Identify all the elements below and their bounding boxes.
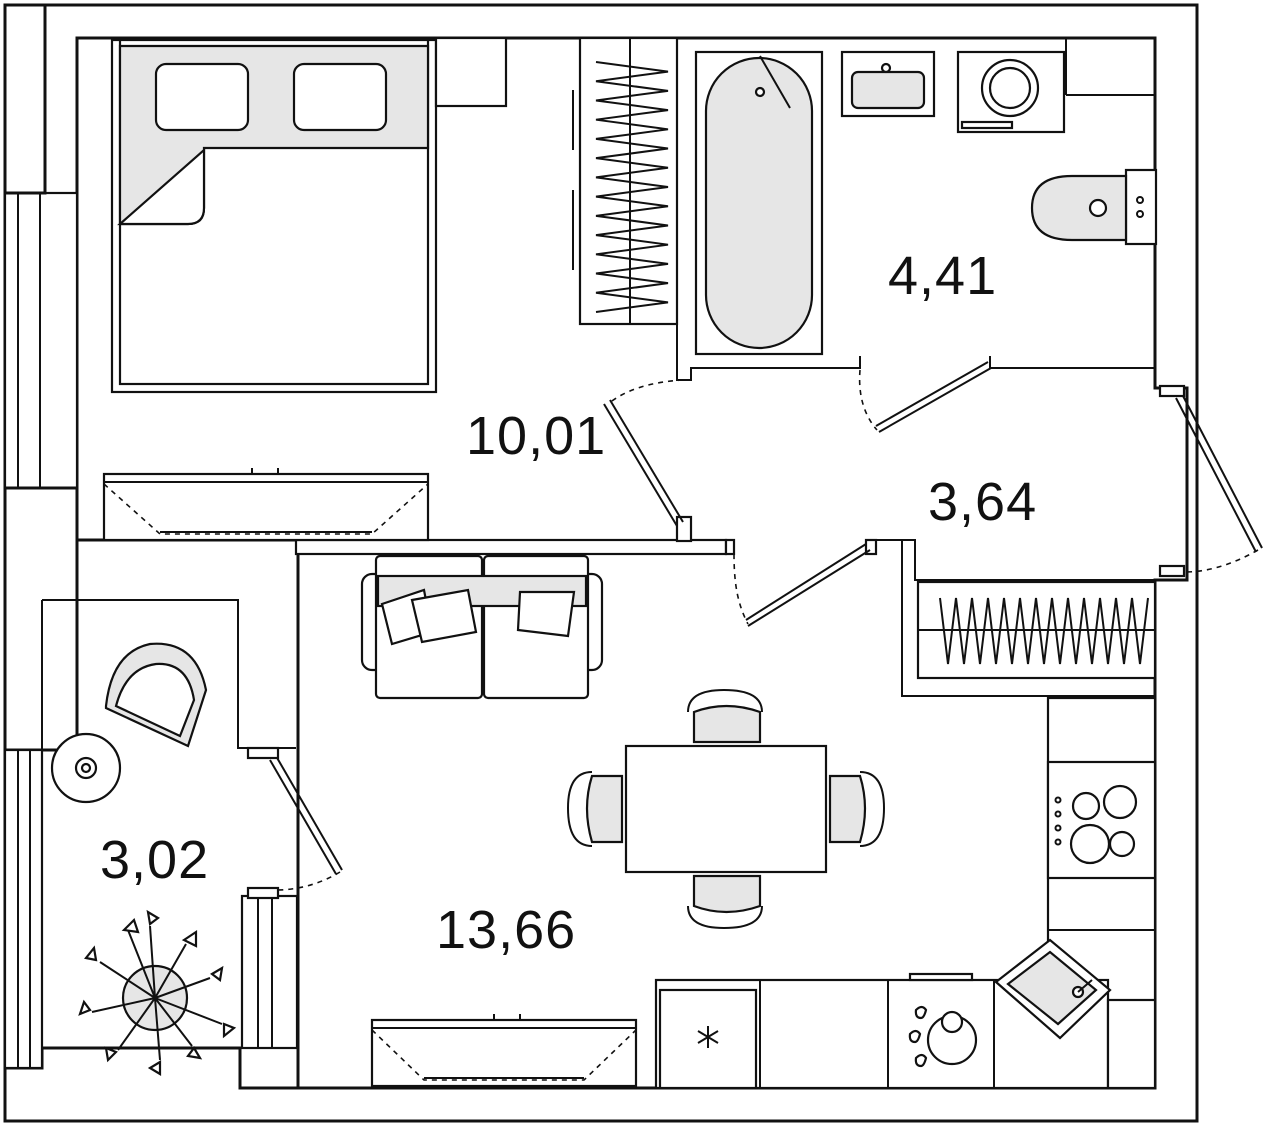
door-balcony [275, 755, 343, 871]
living-furniture [360, 554, 886, 1088]
sofa-cushion-3 [516, 590, 576, 638]
area-label-bedroom: 10,01 [466, 406, 606, 466]
area-labels: 10,01 4,41 3,64 3,02 13,66 [100, 246, 1037, 960]
toilet-tank [1124, 168, 1158, 246]
sink-basin [850, 70, 926, 110]
pillow-left [154, 62, 250, 132]
door-living [745, 543, 867, 621]
wardrobe-hangers [595, 61, 669, 313]
sofa-cushion-2 [410, 588, 478, 644]
bathroom-furniture [694, 50, 1158, 356]
tv-stand-living [370, 1018, 638, 1088]
hallway-closet-wall [876, 539, 1155, 697]
bathtub [704, 56, 814, 350]
tv-stand-bedroom [102, 472, 430, 542]
nightstand [434, 36, 508, 108]
hanger-lines [939, 597, 1149, 665]
balcony-pillar [240, 894, 299, 1050]
dining-chairs [566, 688, 886, 930]
partition-bedroom-living [294, 538, 728, 556]
pillow-right [292, 62, 388, 132]
hanger-lines [595, 61, 669, 313]
kitchen-furniture [654, 696, 1157, 1090]
window-balcony [3, 748, 44, 1070]
toilet-bowl [1030, 174, 1128, 242]
hallway-wardrobe-hangers [939, 597, 1149, 665]
doors [246, 361, 1263, 900]
door-bathroom [875, 361, 989, 427]
stove [1046, 760, 1157, 880]
kitchen-sink-cabinet [1106, 998, 1157, 1090]
area-label-hallway: 3,64 [928, 472, 1037, 532]
plant-icon [78, 909, 237, 1076]
dining-table [624, 744, 828, 874]
wall-left-upper [3, 3, 47, 195]
door-entrance [1181, 393, 1263, 549]
snowflake-icon [697, 1026, 719, 1048]
area-label-living-kitchen: 13,66 [436, 900, 576, 960]
area-label-bathroom: 4,41 [888, 246, 997, 306]
balcony-furniture [50, 642, 237, 1076]
door-bedroom [609, 399, 684, 523]
area-label-balcony: 3,02 [100, 830, 209, 890]
